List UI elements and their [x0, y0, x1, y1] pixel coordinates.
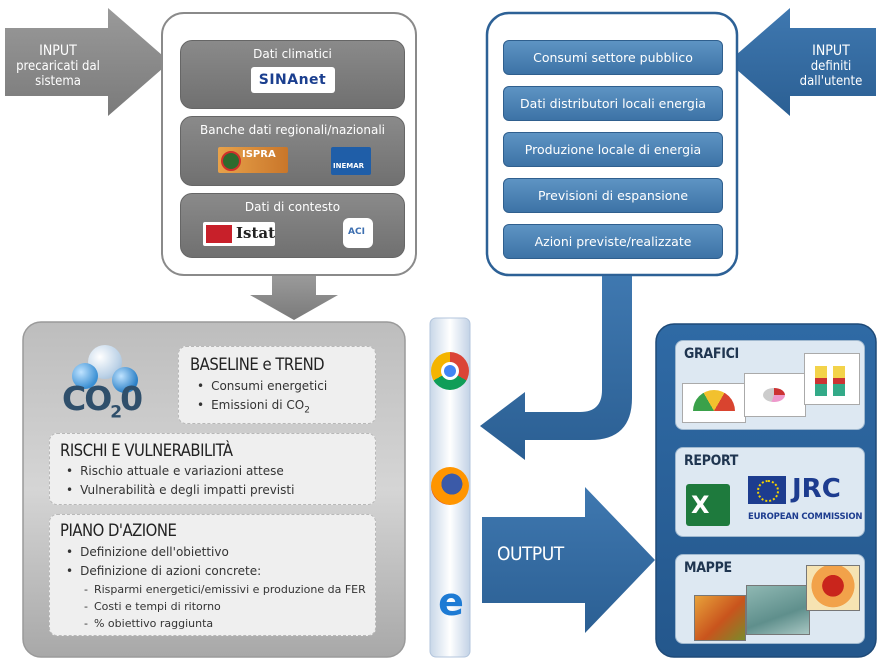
bar-icon-2: [833, 366, 845, 396]
eu-stars-icon: [757, 480, 779, 502]
report-output-box: REPORT X JRC EUROPEAN COMMISSION: [675, 447, 865, 537]
input-left-label: INPUT precaricati dal sistema: [8, 43, 108, 90]
action-plan-title: PIANO D'AZIONE: [60, 521, 177, 540]
aci-logo-text: ACI: [348, 227, 365, 237]
co2o-logo-tail: 0: [120, 379, 143, 418]
risks-list: Rischio attuale e variazioni attese Vuln…: [66, 462, 294, 500]
co2o-logo-sub: 2: [110, 402, 122, 423]
maps-output-box: MAPPE: [675, 554, 865, 644]
curved-arrow: [480, 276, 632, 460]
down-arrow: [250, 276, 338, 320]
climate-data-title: Dati climatici: [253, 47, 332, 61]
input-item-public-consumption: Consumi settore pubblico: [503, 40, 723, 75]
ispra-logo-text: ISPRA: [242, 149, 276, 160]
output-label: OUTPUT: [497, 543, 564, 565]
istat-emblem-icon: [206, 225, 232, 243]
output-arrow: [482, 487, 655, 633]
gauge-chart-thumbnail: [682, 383, 746, 423]
excel-icon-letter: X: [691, 491, 710, 519]
input-right-title: INPUT: [812, 43, 850, 59]
baseline-list: Consumi energetici Emissioni di CO2: [197, 377, 327, 420]
sinanet-logo: SINAnet: [250, 67, 335, 93]
input-left-line2: precaricati dal: [16, 59, 100, 74]
input-item-local-production: Produzione locale di energia: [503, 132, 723, 167]
regional-data-box: Banche dati regionali/nazionali ISPRA IN…: [180, 116, 405, 186]
jrc-logo-text: JRC: [792, 474, 841, 504]
baseline-item-emissions: Emissioni di CO2: [197, 396, 327, 420]
pie-icon: [763, 388, 785, 402]
plan-subitem-target: % obiettivo raggiunta: [84, 615, 366, 632]
co2o-logo: CO20: [58, 345, 170, 423]
inemar-logo: INEMAR: [331, 147, 371, 175]
map-thumbnail-red: [806, 565, 860, 611]
input-left-arrow: [5, 8, 170, 116]
map-thumbnail-orange: [694, 595, 746, 641]
action-plan-sublist: Risparmi energetici/emissivi e produzion…: [84, 581, 366, 632]
chrome-icon: [431, 352, 469, 390]
excel-icon: X: [686, 484, 730, 526]
plan-subitem-savings: Risparmi energetici/emissivi e produzion…: [84, 581, 366, 598]
edge-icon: e: [438, 580, 464, 624]
map-thumbnail-satellite: [746, 585, 810, 635]
climate-data-box: Dati climatici SINAnet: [180, 40, 405, 109]
baseline-item-emissions-sub: 2: [304, 405, 310, 416]
eu-flag-icon: [748, 476, 786, 504]
inemar-logo-text: INEMAR: [333, 162, 365, 170]
action-plan-list: Definizione dell'obiettivo Definizione d…: [66, 543, 261, 581]
gauge-icon: [693, 390, 735, 411]
bar-icon-1: [815, 366, 827, 396]
aci-logo: ACI: [343, 218, 373, 248]
plan-subitem-costs: Costi e tempi di ritorno: [84, 598, 366, 615]
input-left-line3: sistema: [35, 74, 81, 89]
input-item-distributors-data: Dati distributori locali energia: [503, 86, 723, 121]
firefox-icon: [431, 467, 469, 505]
baseline-item-energy: Consumi energetici: [197, 377, 327, 396]
plan-item-objective: Definizione dell'obiettivo: [66, 543, 261, 562]
baseline-title: BASELINE e TREND: [190, 355, 325, 374]
input-right-arrow: [728, 8, 876, 116]
istat-logo: Istat: [203, 222, 275, 246]
risks-item-current: Rischio attuale e variazioni attese: [66, 462, 294, 481]
baseline-panel: BASELINE e TREND Consumi energetici Emis…: [178, 346, 376, 424]
action-plan-panel: PIANO D'AZIONE Definizione dell'obiettiv…: [49, 514, 376, 636]
baseline-item-emissions-text: Emissioni di CO: [211, 398, 305, 412]
charts-title: GRAFICI: [684, 346, 739, 362]
input-right-line2: definiti: [810, 59, 852, 74]
context-data-title: Dati di contesto: [244, 200, 341, 214]
input-item-planned-actions: Azioni previste/realizzate: [503, 224, 723, 259]
input-left-title: INPUT: [39, 43, 77, 59]
risks-item-vulnerability: Vulnerabilità e degli impatti previsti: [66, 481, 294, 500]
ispra-emblem-icon: [221, 151, 241, 171]
bar-chart-thumbnail: [804, 353, 860, 405]
risks-title: RISCHI E VULNERABILITÀ: [60, 441, 233, 460]
input-right-line3: dall'utente: [799, 74, 863, 89]
bubble-small-right-icon: [112, 367, 138, 393]
regional-data-title: Banche dati regionali/nazionali: [200, 123, 385, 137]
chrome-icon-core: [444, 365, 456, 377]
report-title: REPORT: [684, 453, 739, 469]
co2o-logo-co: CO: [62, 379, 112, 418]
maps-title: MAPPE: [684, 560, 732, 576]
context-data-box: Dati di contesto Istat ACI: [180, 193, 405, 258]
risks-panel: RISCHI E VULNERABILITÀ Rischio attuale e…: [49, 433, 376, 505]
istat-logo-text: Istat: [236, 224, 276, 242]
pie-chart-thumbnail: [744, 373, 806, 417]
bubble-small-left-icon: [72, 363, 98, 389]
plan-item-actions: Definizione di azioni concrete:: [66, 562, 261, 581]
ispra-logo: ISPRA: [218, 147, 288, 173]
charts-output-box: GRAFICI: [675, 340, 865, 430]
input-right-label: INPUT definiti dall'utente: [786, 43, 876, 90]
input-item-expansion-forecast: Previsioni di espansione: [503, 178, 723, 213]
co2o-logo-text: CO20: [62, 379, 143, 423]
european-commission-text: EUROPEAN COMMISSION: [748, 512, 863, 522]
